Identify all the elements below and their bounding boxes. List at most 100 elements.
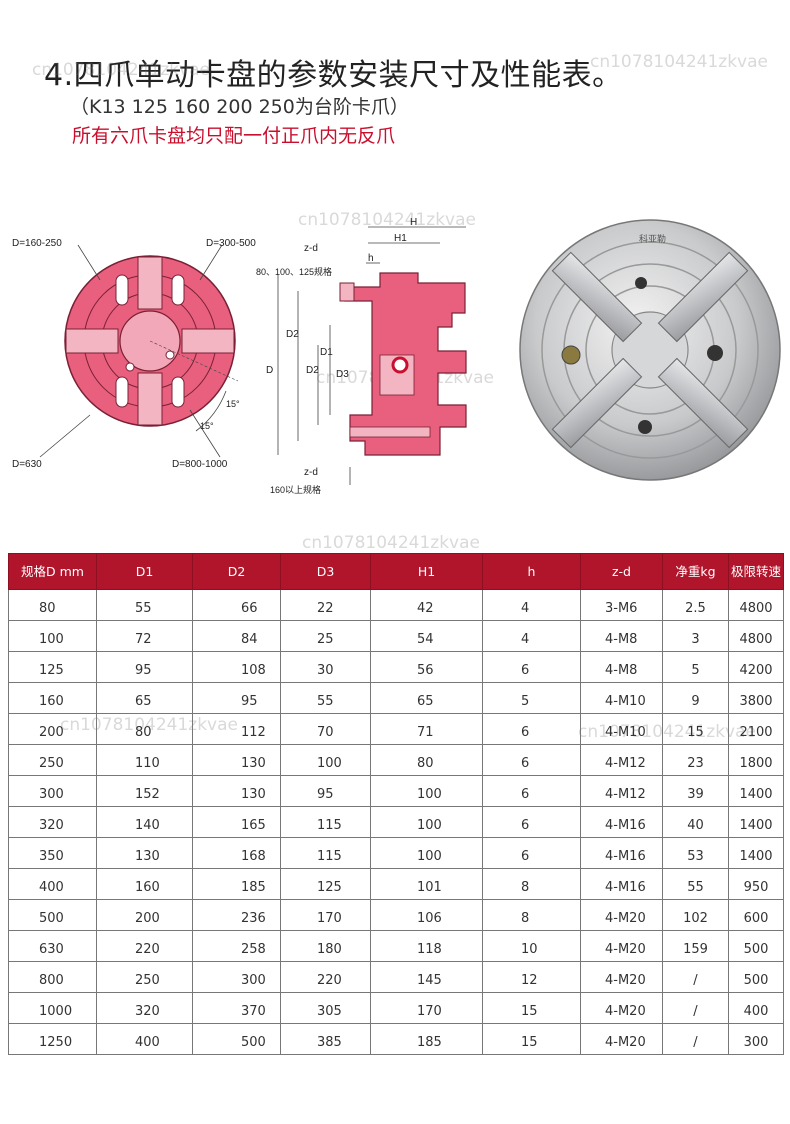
subtitle: （K13 125 160 200 250为台阶卡爪）	[70, 96, 409, 118]
cell-zd: 4-M10	[580, 682, 663, 714]
cell-h: 5	[482, 682, 581, 714]
table-header-row: 规格D mm D1 D2 D3 H1 h z-d 净重kg 极限转速	[8, 553, 784, 590]
cell-h1: 106	[370, 899, 483, 931]
chuck-technical-diagram: D=160-250 D=300-500 D=630 D=800-1000 15°…	[12, 217, 467, 495]
label-D1: D1	[320, 347, 333, 358]
label-d300-500: D=300-500	[206, 238, 256, 249]
label-h: h	[368, 253, 374, 264]
cell-zd: 4-M16	[580, 868, 663, 900]
cell-h: 15	[482, 1023, 581, 1055]
header-h: h	[482, 553, 581, 590]
cell-d2: 108	[192, 651, 281, 683]
cell-d1: 220	[96, 930, 193, 962]
cell-h1: 100	[370, 837, 483, 869]
cell-d3: 170	[280, 899, 371, 931]
cell-max-speed: 500	[728, 961, 784, 993]
label-zd-top: z-d	[304, 243, 318, 254]
cell-h: 15	[482, 992, 581, 1024]
cell-spec-d: 250	[8, 744, 97, 776]
label-D3: D3	[336, 369, 349, 380]
cell-h: 12	[482, 961, 581, 993]
cell-h1: 71	[370, 713, 483, 745]
cell-max-speed: 3800	[728, 682, 784, 714]
cell-weight: /	[662, 961, 729, 993]
page-title: 4.四爪单动卡盘的参数安装尺寸及性能表。	[44, 58, 623, 93]
cell-h1: 185	[370, 1023, 483, 1055]
label-d160-250: D=160-250	[12, 238, 62, 249]
cell-weight: 40	[662, 806, 729, 838]
cell-weight: 53	[662, 837, 729, 869]
cell-spec-d: 200	[8, 713, 97, 745]
cell-spec-d: 1250	[8, 1023, 97, 1055]
label-d800-1000: D=800-1000	[172, 459, 228, 470]
cell-weight: 55	[662, 868, 729, 900]
cell-d1: 65	[96, 682, 193, 714]
cell-d2: 165	[192, 806, 281, 838]
cell-d3: 25	[280, 620, 371, 652]
label-large-sizes: 160以上规格	[270, 484, 321, 495]
cell-h1: 56	[370, 651, 483, 683]
label-D: D	[266, 365, 273, 376]
cell-zd: 4-M20	[580, 992, 663, 1024]
cell-h1: 170	[370, 992, 483, 1024]
cell-weight: /	[662, 992, 729, 1024]
chuck-section-view	[277, 226, 467, 485]
cell-max-speed: 4800	[728, 589, 784, 621]
cell-d2: 84	[192, 620, 281, 652]
cell-d2: 300	[192, 961, 281, 993]
cell-spec-d: 350	[8, 837, 97, 869]
cell-d2: 185	[192, 868, 281, 900]
cell-zd: 4-M12	[580, 744, 663, 776]
cell-weight: 5	[662, 651, 729, 683]
cell-max-speed: 500	[728, 930, 784, 962]
red-note: 所有六爪卡盘均只配一付正爪内无反爪	[72, 125, 396, 147]
cell-h: 6	[482, 775, 581, 807]
cell-spec-d: 100	[8, 620, 97, 652]
cell-h: 6	[482, 837, 581, 869]
cell-max-speed: 1400	[728, 806, 784, 838]
cell-weight: /	[662, 1023, 729, 1055]
cell-h: 4	[482, 589, 581, 621]
cell-zd: 4-M20	[580, 930, 663, 962]
cell-spec-d: 400	[8, 868, 97, 900]
chuck-product-photo: 科亚勒	[519, 219, 781, 481]
cell-h1: 101	[370, 868, 483, 900]
cell-d1: 400	[96, 1023, 193, 1055]
cell-h: 6	[482, 806, 581, 838]
cell-weight: 2.5	[662, 589, 729, 621]
cell-d3: 115	[280, 837, 371, 869]
cell-d2: 258	[192, 930, 281, 962]
angle-label: 15°	[200, 421, 214, 431]
chuck-front-view	[39, 244, 239, 458]
cell-d3: 180	[280, 930, 371, 962]
cell-weight: 102	[662, 899, 729, 931]
label-small-sizes: 80、100、125规格	[256, 266, 332, 277]
cell-d1: 95	[96, 651, 193, 683]
cell-weight: 15	[662, 713, 729, 745]
header-d2: D2	[192, 553, 281, 590]
cell-d1: 250	[96, 961, 193, 993]
cell-spec-d: 500	[8, 899, 97, 931]
cell-d1: 200	[96, 899, 193, 931]
header-max-speed: 极限转速	[728, 553, 784, 590]
cell-d3: 115	[280, 806, 371, 838]
cell-max-speed: 400	[728, 992, 784, 1024]
cell-d3: 30	[280, 651, 371, 683]
cell-d3: 95	[280, 775, 371, 807]
cell-d1: 55	[96, 589, 193, 621]
cell-spec-d: 300	[8, 775, 97, 807]
cell-max-speed: 1400	[728, 837, 784, 869]
cell-max-speed: 2100	[728, 713, 784, 745]
cell-h1: 80	[370, 744, 483, 776]
cell-zd: 4-M12	[580, 775, 663, 807]
